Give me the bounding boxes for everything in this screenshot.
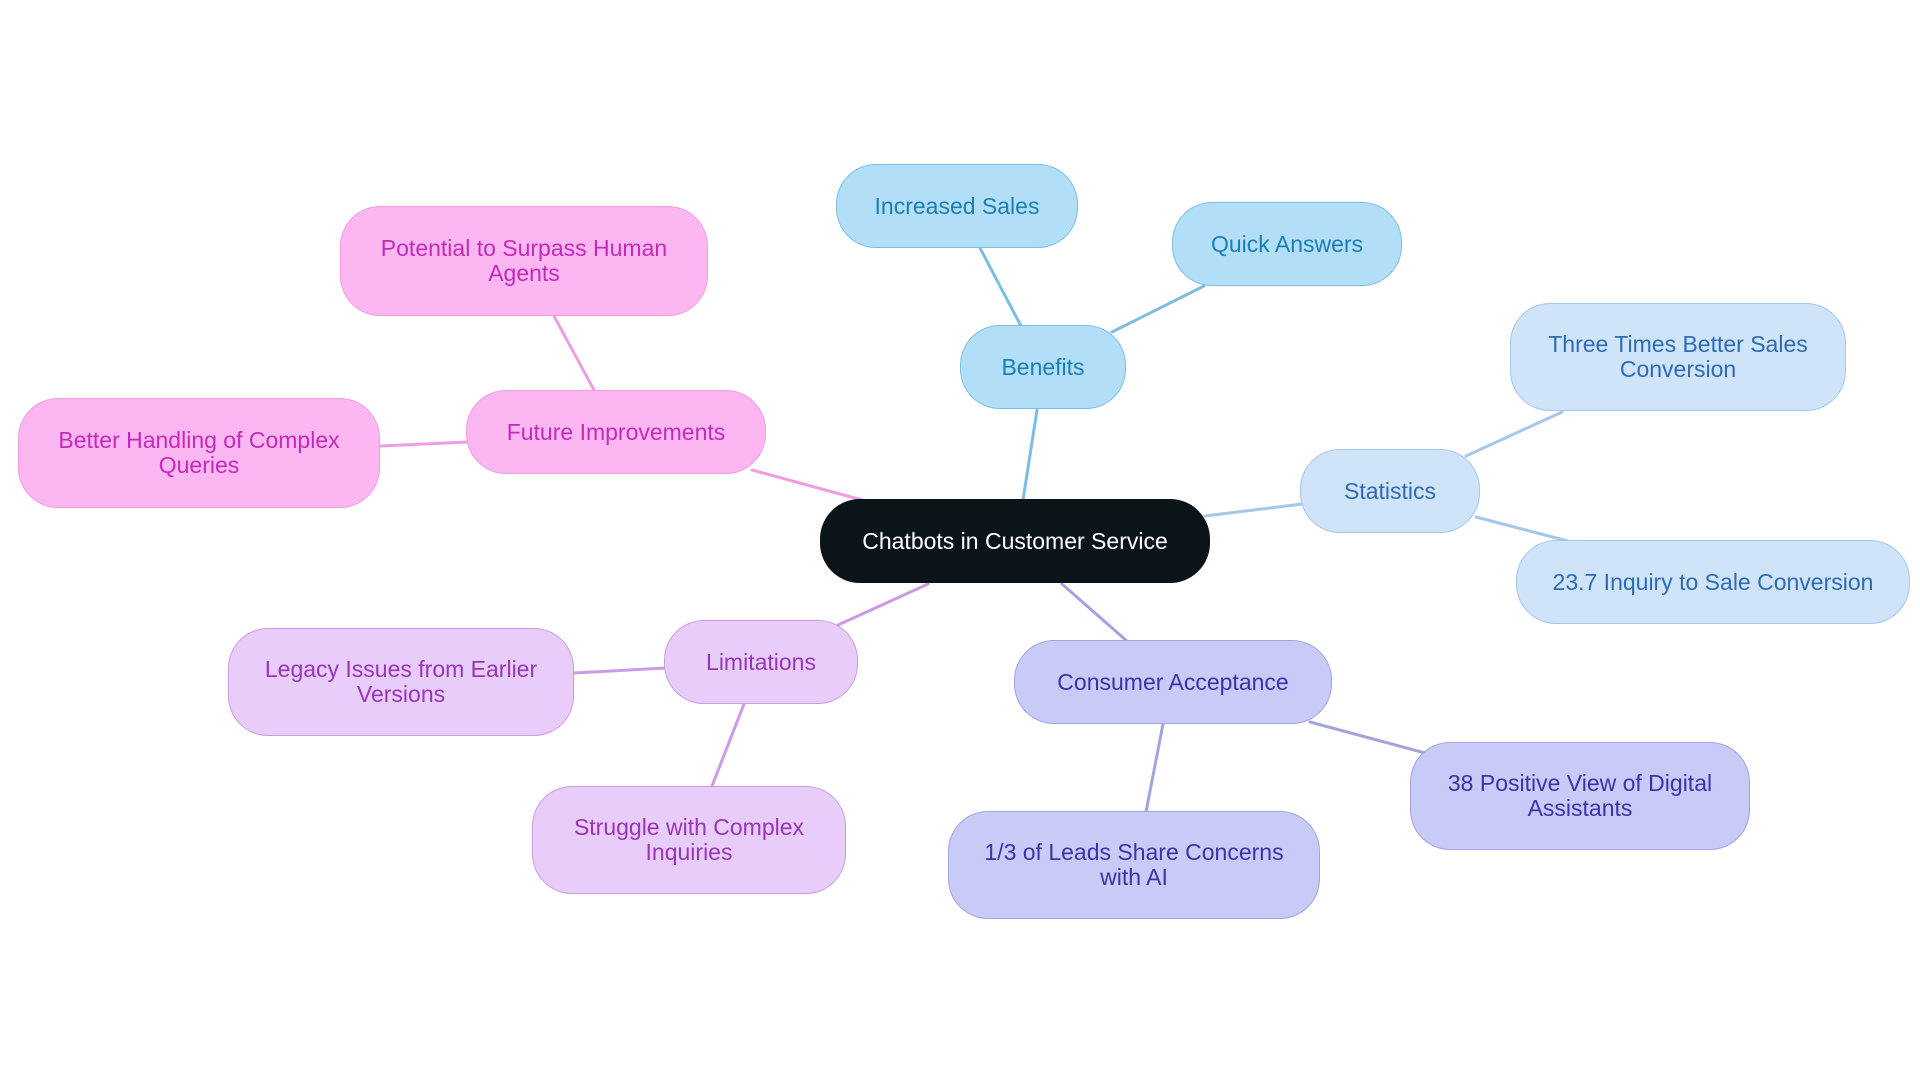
struggle-complex-node: Struggle with Complex Inquiries — [532, 786, 846, 894]
three-times-better-label: Three Times Better Sales Conversion — [1548, 331, 1808, 382]
surpass-human-node: Potential to Surpass Human Agents — [340, 206, 708, 316]
edge-consumer-leads-concerns — [1144, 722, 1165, 814]
future-improvements-label: Future Improvements — [506, 418, 726, 445]
legacy-issues-label: Legacy Issues from Earlier Versions — [264, 656, 538, 707]
inquiry-to-sale-label: 23.7 Inquiry to Sale Conversion — [1552, 568, 1874, 595]
edge-root-benefits — [1021, 408, 1039, 502]
root-label: Chatbots in Customer Service — [862, 527, 1168, 554]
positive-view-node: 38 Positive View of Digital Assistants — [1410, 742, 1750, 850]
edge-limitations-struggle — [710, 702, 746, 788]
struggle-complex-label: Struggle with Complex Inquiries — [573, 814, 805, 865]
three-times-better-node: Three Times Better Sales Conversion — [1510, 303, 1846, 411]
statistics-node: Statistics — [1300, 449, 1480, 533]
root-node: Chatbots in Customer Service — [820, 499, 1210, 583]
better-handling-label: Better Handling of Complex Queries — [58, 427, 340, 478]
edge-future-surpass — [552, 314, 596, 392]
edge-consumer-positive-view — [1308, 720, 1427, 755]
edge-statistics-three-times — [1464, 410, 1564, 458]
edge-root-consumer-acceptance — [1060, 582, 1130, 644]
quick-answers-label: Quick Answers — [1210, 230, 1364, 257]
increased-sales-node: Increased Sales — [836, 164, 1078, 248]
limitations-node: Limitations — [664, 620, 858, 704]
consumer-acceptance-node: Consumer Acceptance — [1014, 640, 1332, 724]
benefits-node: Benefits — [960, 325, 1126, 409]
increased-sales-label: Increased Sales — [874, 192, 1040, 219]
edge-future-better-handling — [378, 440, 470, 448]
limitations-label: Limitations — [706, 648, 816, 675]
better-handling-node: Better Handling of Complex Queries — [18, 398, 380, 508]
surpass-human-label: Potential to Surpass Human Agents — [380, 235, 668, 286]
edge-benefits-quick-answers — [1110, 284, 1206, 334]
edge-root-statistics — [1203, 502, 1304, 518]
edge-root-limitations — [836, 582, 930, 627]
edge-statistics-inquiry — [1474, 515, 1570, 543]
consumer-acceptance-label: Consumer Acceptance — [1057, 668, 1289, 695]
benefits-label: Benefits — [1001, 353, 1085, 380]
edge-root-future-improvements — [750, 468, 864, 502]
positive-view-label: 38 Positive View of Digital Assistants — [1447, 770, 1713, 821]
leads-concerns-label: 1/3 of Leads Share Concerns with AI — [984, 839, 1284, 890]
quick-answers-node: Quick Answers — [1172, 202, 1402, 286]
statistics-label: Statistics — [1343, 477, 1437, 504]
leads-concerns-node: 1/3 of Leads Share Concerns with AI — [948, 811, 1320, 919]
legacy-issues-node: Legacy Issues from Earlier Versions — [228, 628, 574, 736]
inquiry-to-sale-node: 23.7 Inquiry to Sale Conversion — [1516, 540, 1910, 624]
edge-benefits-increased-sales — [978, 246, 1023, 328]
edge-limitations-legacy — [572, 666, 668, 675]
future-improvements-node: Future Improvements — [466, 390, 766, 474]
